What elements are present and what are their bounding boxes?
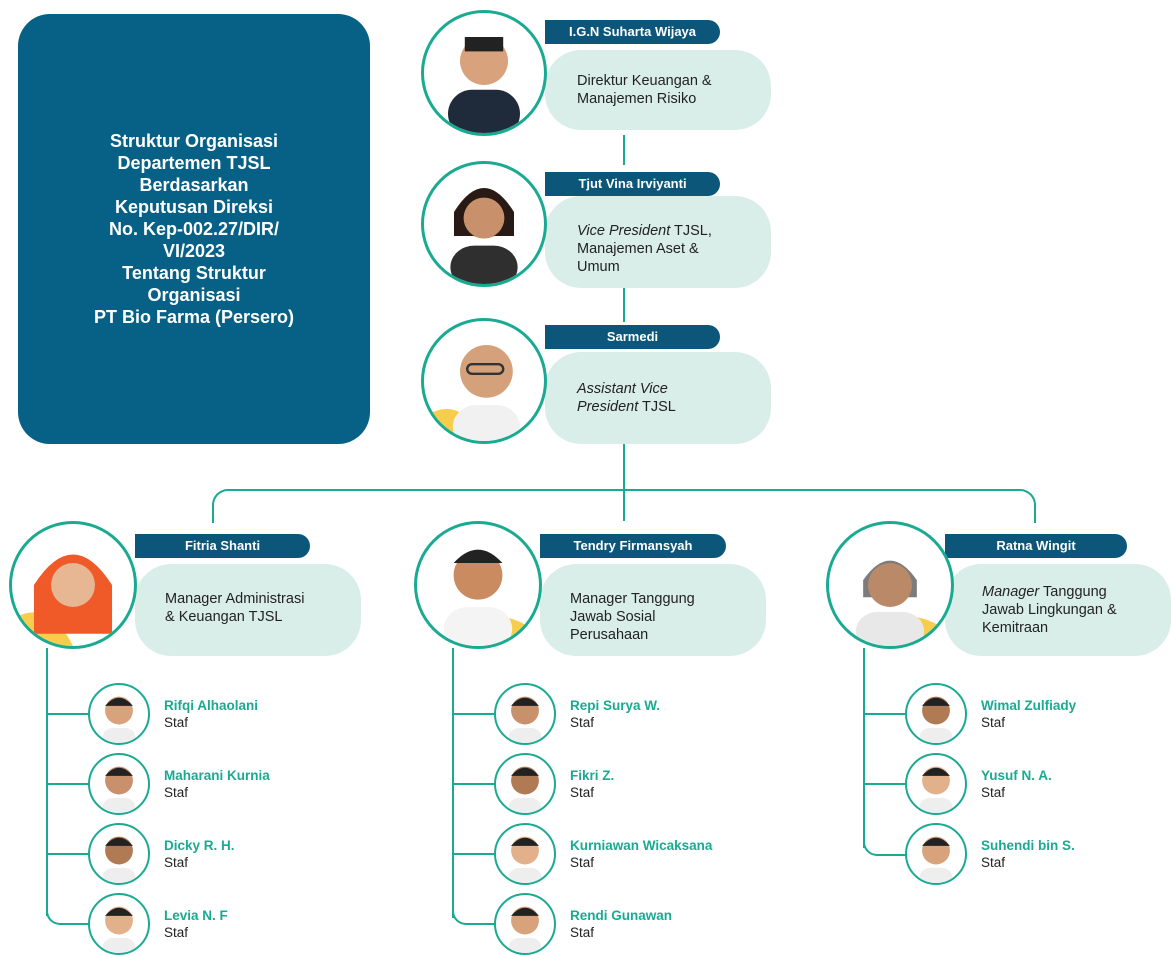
staff-photo-icon bbox=[88, 753, 150, 815]
staff-photo-icon bbox=[494, 823, 556, 885]
name-badge: Tendry Firmansyah bbox=[540, 534, 726, 558]
staff-role: Staf bbox=[570, 855, 595, 870]
connector-line bbox=[863, 826, 907, 856]
role-text: Vice President TJSL,Manajemen Aset &Umum bbox=[577, 223, 712, 275]
staff-photo-icon bbox=[905, 753, 967, 815]
staff-photo-icon bbox=[88, 823, 150, 885]
person-photo-icon bbox=[9, 521, 137, 649]
role-card bbox=[545, 50, 771, 130]
title-line: Berdasarkan bbox=[139, 175, 249, 195]
connector-line bbox=[623, 489, 625, 521]
connector-line bbox=[46, 895, 90, 925]
role-text: Direktur Keuangan &Manajemen Risiko bbox=[577, 73, 712, 107]
person-photo-icon bbox=[421, 10, 547, 136]
title-line: Departemen TJSL bbox=[117, 153, 271, 173]
staff-name: Fikri Z. bbox=[570, 768, 615, 783]
name-badge: Tjut Vina Irviyanti bbox=[545, 172, 720, 196]
staff-name: Levia N. F bbox=[164, 908, 228, 923]
connector-line bbox=[46, 713, 88, 715]
name-badge: Fitria Shanti bbox=[135, 534, 310, 558]
title-line: Struktur Organisasi bbox=[109, 131, 279, 151]
connector-line bbox=[452, 713, 494, 715]
title-line: VI/2023 bbox=[162, 241, 226, 261]
staff-name: Kurniawan Wicaksana bbox=[570, 838, 713, 853]
title-line: PT Bio Farma (Persero) bbox=[93, 307, 295, 327]
staff-name: Maharani Kurnia bbox=[164, 768, 270, 783]
staff-name: Yusuf N. A. bbox=[981, 768, 1052, 783]
staff-photo-icon bbox=[494, 753, 556, 815]
org-structure-title: Struktur Organisasi Departemen TJSL Berd… bbox=[64, 130, 324, 328]
staff-role: Staf bbox=[981, 855, 1006, 870]
role-card bbox=[545, 196, 771, 288]
staff-name: Repi Surya W. bbox=[570, 698, 661, 713]
staff-photo-icon bbox=[905, 823, 967, 885]
staff-role: Staf bbox=[981, 715, 1006, 730]
staff-role: Staf bbox=[164, 855, 189, 870]
role-card bbox=[545, 352, 771, 444]
connector-line bbox=[863, 783, 905, 785]
connector-line bbox=[623, 440, 625, 490]
role-card bbox=[540, 564, 766, 656]
role-text: Manager Administrasi& Keuangan TJSL bbox=[165, 591, 305, 625]
staff-photo-icon bbox=[905, 683, 967, 745]
person-photo-icon bbox=[414, 521, 542, 649]
connector-line bbox=[623, 135, 625, 165]
staff-role: Staf bbox=[570, 785, 595, 800]
staff-photo-icon bbox=[494, 683, 556, 745]
connector-line bbox=[863, 713, 905, 715]
staff-name: Suhendi bin S. bbox=[981, 838, 1075, 853]
connector-line bbox=[452, 783, 494, 785]
title-line: Tentang Struktur bbox=[122, 263, 266, 283]
staff-role: Staf bbox=[164, 925, 189, 940]
role-card bbox=[945, 564, 1171, 656]
staff-photo-icon bbox=[88, 683, 150, 745]
connector-line bbox=[46, 853, 88, 855]
person-photo-icon bbox=[421, 161, 547, 287]
staff-role: Staf bbox=[981, 785, 1006, 800]
connector-line bbox=[623, 282, 625, 322]
connector-line bbox=[46, 648, 48, 678]
connector-line bbox=[46, 676, 90, 746]
staff-name: Rendi Gunawan bbox=[570, 908, 673, 923]
person-photo-icon bbox=[826, 521, 954, 649]
staff-role: Staf bbox=[164, 785, 189, 800]
connector-line bbox=[212, 489, 626, 523]
title-line: Organisasi bbox=[147, 285, 241, 305]
staff-role: Staf bbox=[570, 925, 595, 940]
connector-line bbox=[863, 648, 865, 848]
staff-name: Rifqi Alhaolani bbox=[164, 698, 258, 713]
name-badge: Sarmedi bbox=[545, 325, 720, 349]
staff-photo-icon bbox=[494, 893, 556, 955]
title-line: No. Kep-002.27/DIR/ bbox=[108, 219, 280, 239]
title-panel: Struktur Organisasi Departemen TJSL Berd… bbox=[18, 14, 370, 444]
person-photo-icon bbox=[421, 318, 547, 444]
connector-line bbox=[452, 853, 494, 855]
staff-name: Dicky R. H. bbox=[164, 838, 235, 853]
name-badge: I.G.N Suharta Wijaya bbox=[545, 20, 720, 44]
name-badge: Ratna Wingit bbox=[945, 534, 1127, 558]
title-line: Keputusan Direksi bbox=[114, 197, 274, 217]
role-card bbox=[135, 564, 361, 656]
connector-line bbox=[46, 676, 48, 916]
connector-line bbox=[46, 783, 88, 785]
connector-line bbox=[452, 895, 496, 925]
staff-role: Staf bbox=[164, 715, 189, 730]
staff-name: Wimal Zulfiady bbox=[981, 698, 1077, 713]
staff-role: Staf bbox=[570, 715, 595, 730]
connector-line bbox=[624, 489, 1036, 523]
staff-photo-icon bbox=[88, 893, 150, 955]
